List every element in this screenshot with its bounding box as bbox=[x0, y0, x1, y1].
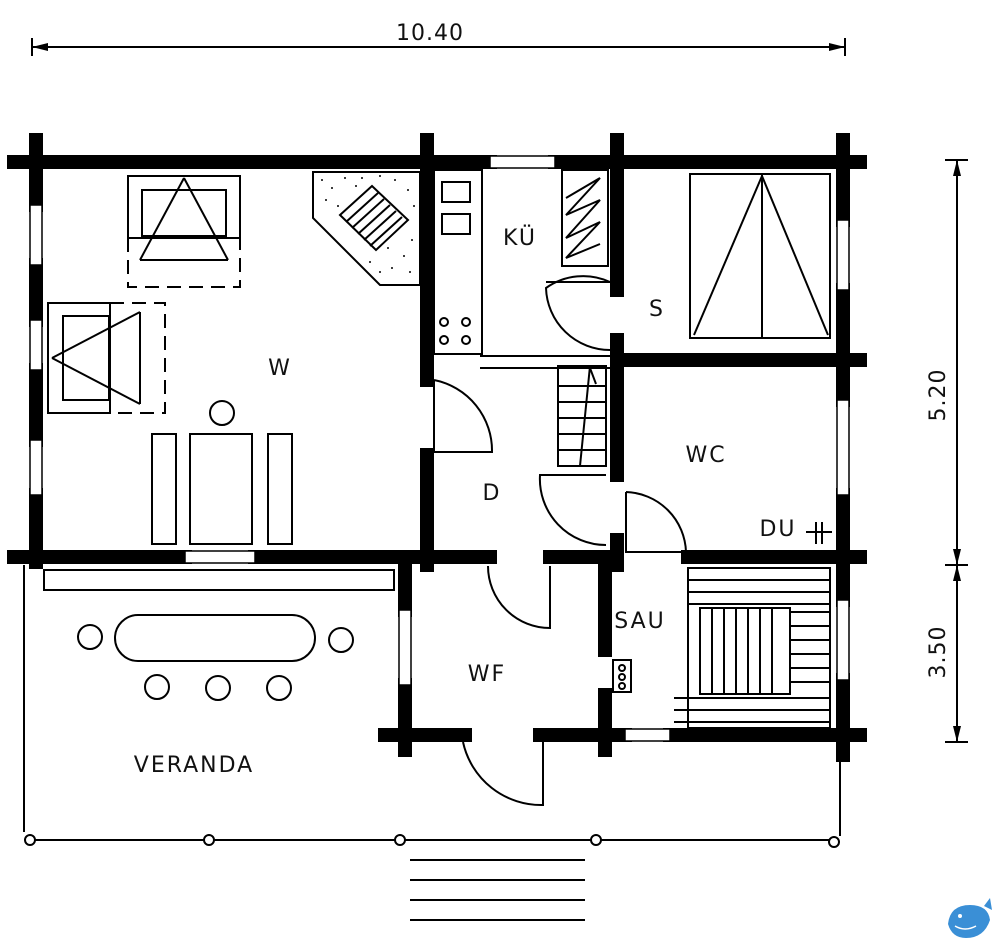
living-room: W bbox=[47, 171, 421, 545]
room-label-living: W bbox=[268, 356, 292, 381]
fireplace bbox=[312, 171, 421, 286]
sauna-bench-bottom bbox=[674, 697, 830, 723]
wash-room: WF bbox=[462, 565, 551, 807]
veranda: VERANDA bbox=[23, 565, 841, 848]
dining-table bbox=[151, 400, 293, 545]
hall: D bbox=[433, 365, 607, 547]
windows bbox=[29, 155, 850, 742]
bedroom: S bbox=[649, 173, 831, 339]
drain-icon bbox=[806, 522, 832, 544]
armchair-left bbox=[47, 302, 166, 414]
room-label-sauna: SAU bbox=[614, 609, 666, 634]
wc: WC DU bbox=[625, 443, 832, 553]
room-label-bedroom: S bbox=[649, 297, 665, 322]
armchair-top bbox=[127, 175, 241, 288]
walls bbox=[7, 133, 867, 762]
dimension-height-veranda: 3.50 bbox=[926, 565, 968, 743]
room-label-wc: WC bbox=[685, 443, 726, 468]
whale-logo-icon bbox=[948, 898, 992, 938]
room-label-kitchen: KÜ bbox=[503, 225, 537, 251]
sauna-bench-slats bbox=[699, 607, 791, 695]
room-label-shower: DU bbox=[759, 517, 796, 542]
sauna-bench-right bbox=[790, 611, 830, 683]
dimension-height-veranda-label: 3.50 bbox=[926, 626, 951, 679]
sauna-stove-icon bbox=[612, 659, 632, 693]
sauna-bench-top bbox=[688, 579, 830, 605]
room-label-wash: WF bbox=[468, 662, 506, 687]
kitchen: KÜ bbox=[433, 169, 611, 355]
dimension-width-label: 10.40 bbox=[396, 21, 464, 46]
room-label-veranda: VERANDA bbox=[134, 753, 254, 778]
dimension-width: 10.40 bbox=[31, 21, 846, 56]
sauna: SAU bbox=[612, 567, 831, 729]
entrance-steps bbox=[410, 859, 585, 921]
dimension-height-main: 5.20 bbox=[926, 159, 968, 566]
room-label-hall: D bbox=[483, 481, 502, 506]
dimension-height-main-label: 5.20 bbox=[926, 369, 951, 422]
